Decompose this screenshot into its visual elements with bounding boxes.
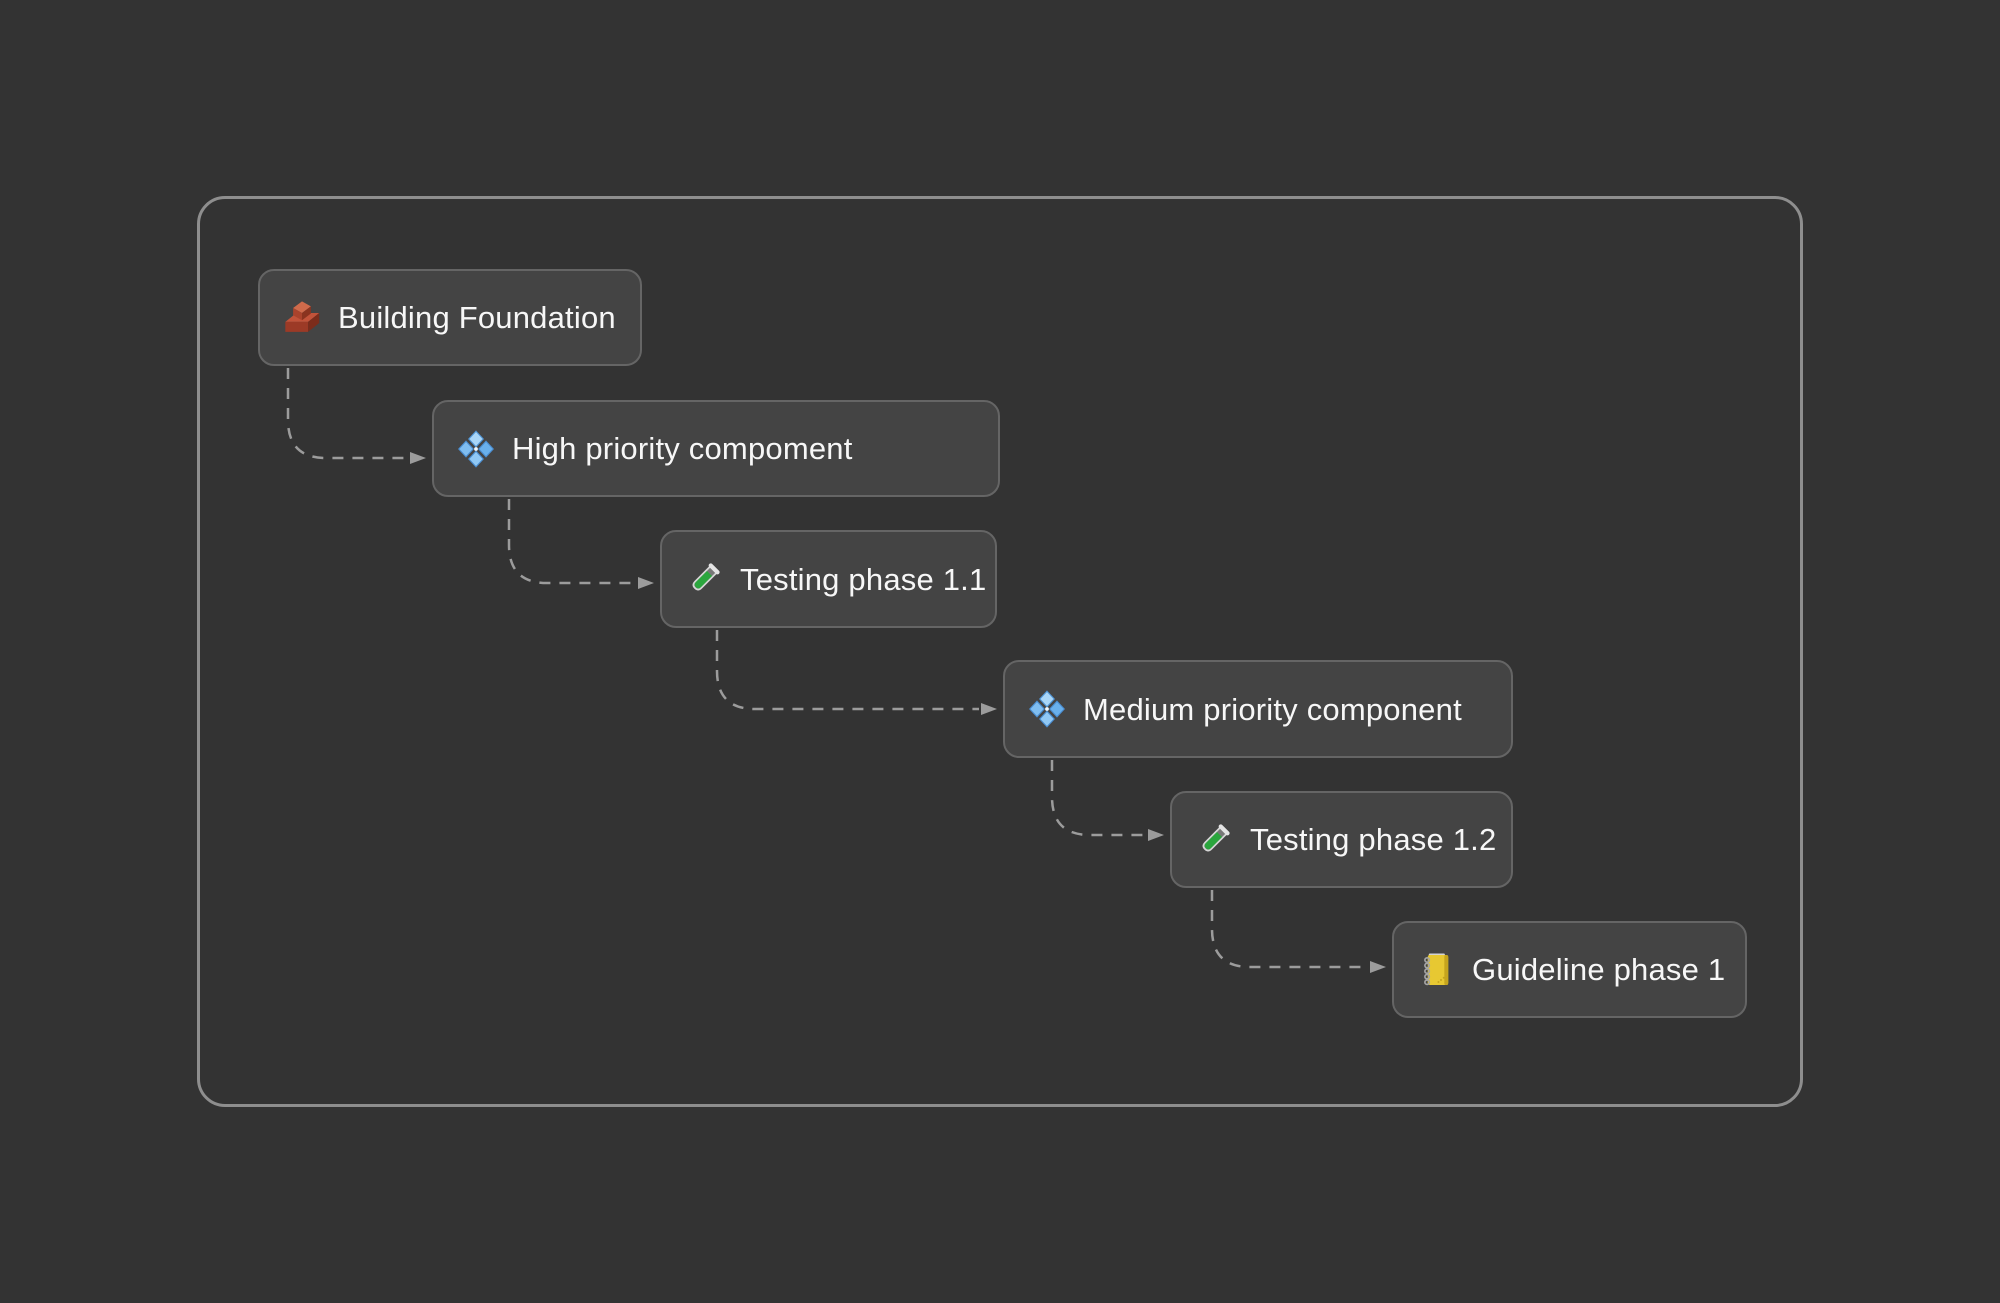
node-guideline-phase-1[interactable]: Guideline phase 1 [1392,921,1747,1018]
node-testing-phase-1-1[interactable]: Testing phase 1.1 [660,530,997,628]
node-label: Guideline phase 1 [1472,952,1726,987]
node-label: Building Foundation [338,300,616,335]
node-high-priority-compoment[interactable]: High priority compoment [432,400,1000,497]
diagram-frame [197,196,1803,1107]
arrowhead-icon [1148,829,1164,841]
test-tube-icon [1194,820,1234,860]
node-label: Testing phase 1.2 [1250,822,1497,857]
edge-building-foundation-to-high-priority-compoment [286,368,408,460]
edge-testing-phase-1-1-to-medium-priority-component [715,630,979,711]
edge-high-priority-compoment-to-testing-phase-1-1 [507,499,636,585]
node-label: Testing phase 1.1 [740,561,987,597]
arrowhead-icon [981,703,997,715]
node-label: High priority compoment [512,431,853,466]
edge-medium-priority-component-to-testing-phase-1-2 [1050,760,1146,837]
ledger-icon [1416,950,1456,990]
arrowhead-icon [1370,961,1386,973]
node-testing-phase-1-2[interactable]: Testing phase 1.2 [1170,791,1513,888]
node-label: Medium priority component [1083,691,1462,727]
arrowhead-icon [410,452,426,464]
test-tube-icon [684,559,724,599]
diamond-icon [1027,689,1067,729]
diamond-icon [456,429,496,469]
brick-icon [282,298,322,338]
edge-testing-phase-1-2-to-guideline-phase-1 [1210,890,1368,969]
node-building-foundation[interactable]: Building Foundation [258,269,642,366]
arrowhead-icon [638,577,654,589]
node-medium-priority-component[interactable]: Medium priority component [1003,660,1513,758]
